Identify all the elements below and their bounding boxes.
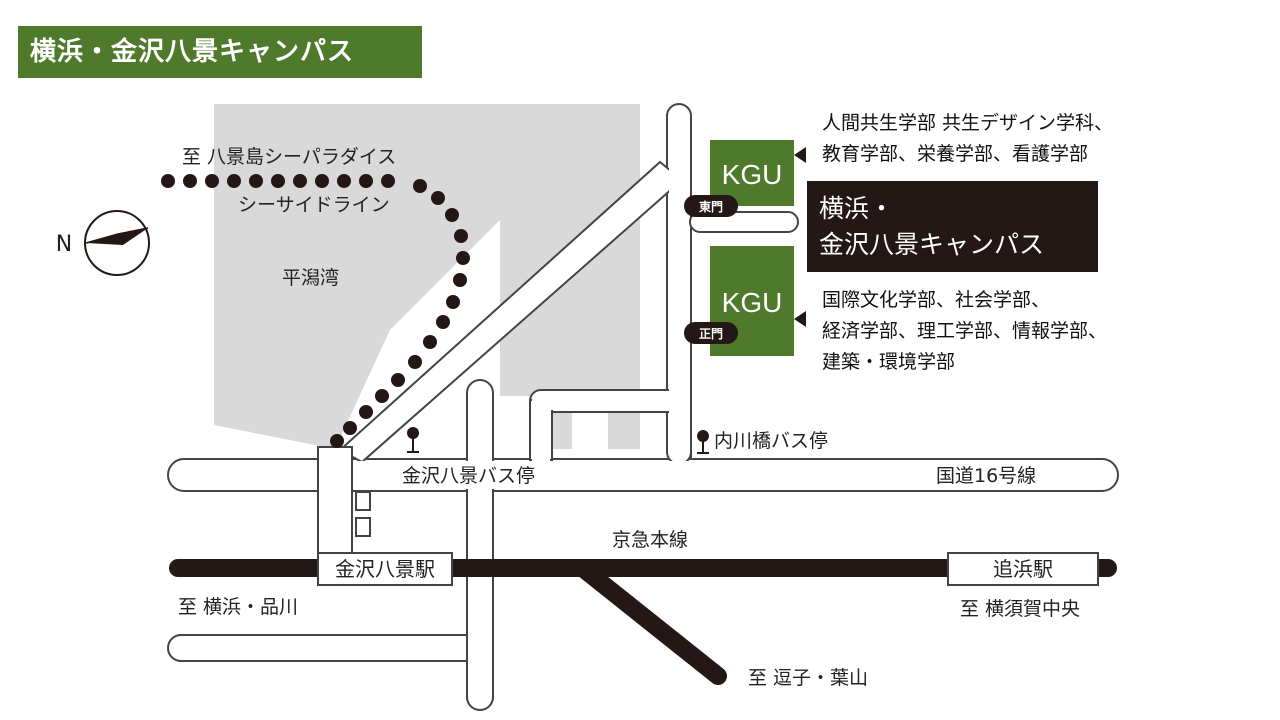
department-line: 教育学部、栄養学部、看護学部	[822, 143, 1089, 165]
road-fill	[170, 106, 1116, 708]
seaside-line-dot	[454, 229, 468, 243]
compass-icon: N	[56, 210, 150, 276]
svg-text:KGU: KGU	[722, 159, 783, 190]
arrow-upper-icon	[794, 147, 806, 163]
seaside-line-dot	[271, 174, 285, 188]
label-route16: 国道16号線	[936, 465, 1036, 487]
campus-name-box: 横浜・ 金沢八景キャンパス	[807, 181, 1098, 272]
seaside-line-dot	[315, 174, 329, 188]
svg-text:金沢八景駅: 金沢八景駅	[335, 557, 435, 581]
label-seaside-line: シーサイドライン	[238, 194, 390, 216]
label-kanazawa-bus-stop: 金沢八景バス停	[402, 465, 535, 487]
seaside-line-dot	[249, 174, 263, 188]
svg-text:KGU: KGU	[722, 287, 783, 318]
seaside-line-dot	[408, 355, 422, 369]
department-line: 建築・環境学部	[822, 351, 956, 373]
seaside-line-dot	[453, 273, 467, 287]
svg-text:追浜駅: 追浜駅	[993, 557, 1053, 581]
seaside-line-dot	[381, 174, 395, 188]
seaside-line-dot	[183, 174, 197, 188]
seaside-line-dot	[330, 434, 344, 448]
arrow-lower-icon	[794, 311, 806, 327]
seaside-line-dot	[456, 251, 470, 265]
department-line: 国際文化学部、社会学部、	[822, 289, 1051, 311]
department-line: 人間共生学部 共生デザイン学科、	[822, 112, 1114, 134]
map-title: 横浜・金沢八景キャンパス	[18, 26, 422, 78]
seaside-line-dot	[337, 174, 351, 188]
east-gate-badge: 東門	[684, 195, 738, 217]
seaside-line-dot	[375, 389, 389, 403]
label-to-hakkeijima: 至 八景島シーパラダイス	[182, 146, 396, 168]
kgu-building-east: KGU	[710, 140, 794, 206]
svg-text:N: N	[56, 232, 72, 257]
departments-lower: 国際文化学部、社会学部、 経済学部、理工学部、情報学部、 建築・環境学部	[822, 285, 1107, 378]
label-bay: 平潟湾	[282, 267, 339, 289]
seaside-line-dot	[293, 174, 307, 188]
label-keikyu: 京急本線	[612, 529, 688, 551]
svg-text:東門: 東門	[699, 199, 723, 214]
label-to-yokohama: 至 横浜・品川	[178, 596, 298, 618]
label-to-zushi: 至 逗子・葉山	[748, 667, 868, 689]
seaside-line-dot	[343, 421, 357, 435]
seaside-line-dot	[205, 174, 219, 188]
seaside-line-dot	[445, 208, 459, 222]
seaside-line-dot	[359, 174, 373, 188]
main-gate-badge: 正門	[684, 322, 738, 344]
seaside-line-dot	[227, 174, 241, 188]
station-oppama: 追浜駅	[947, 552, 1099, 586]
departments-upper: 人間共生学部 共生デザイン学科、 教育学部、栄養学部、看護学部	[822, 108, 1113, 170]
seaside-line-dot	[413, 179, 427, 193]
bus-stop-kanazawa-marker	[407, 427, 419, 453]
seaside-line-dot	[431, 191, 445, 205]
seaside-line-dot	[446, 295, 460, 309]
seaside-line-dot	[436, 315, 450, 329]
label-uchikawa-bus-stop: 内川橋バス停	[714, 430, 828, 452]
seaside-line-dot	[161, 174, 175, 188]
department-line: 経済学部、理工学部、情報学部、	[822, 320, 1108, 342]
seaside-line-dot	[359, 405, 373, 419]
station-kanazawa: 金沢八景駅	[317, 552, 453, 586]
seaside-line-dot	[391, 373, 405, 387]
bus-stop-uchikawa-marker	[697, 430, 709, 454]
seaside-line	[161, 174, 470, 448]
label-to-yokosuka: 至 横須賀中央	[960, 598, 1080, 620]
campus-name-line1: 横浜・	[819, 194, 895, 223]
campus-name-line2: 金沢八景キャンパス	[819, 230, 1045, 259]
svg-text:正門: 正門	[699, 327, 723, 341]
bay-area	[214, 104, 640, 449]
seaside-line-dot	[423, 335, 437, 349]
